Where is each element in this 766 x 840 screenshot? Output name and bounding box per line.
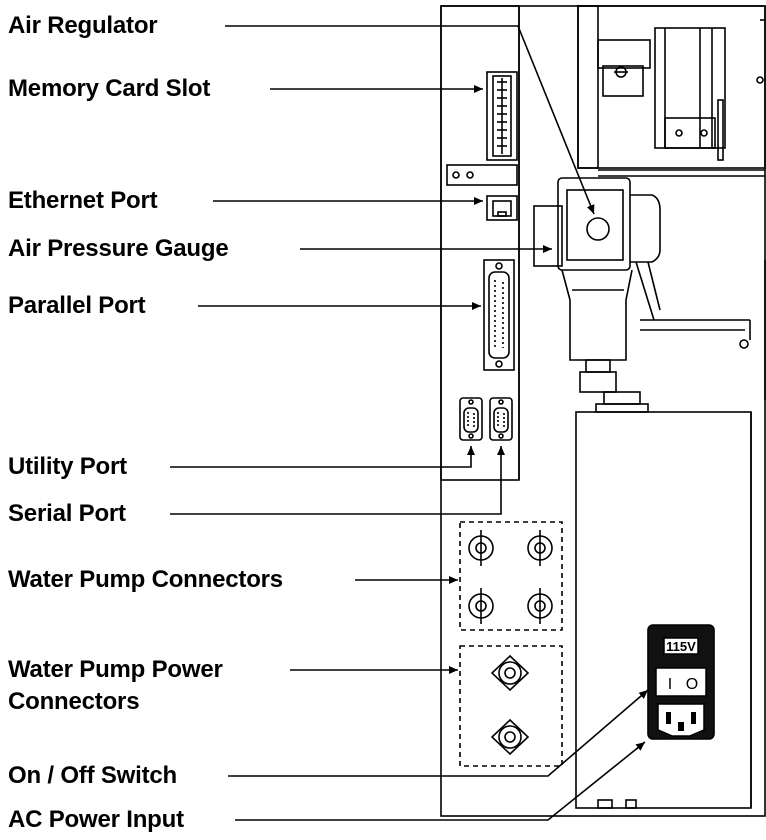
- switch-on-symbol: I: [668, 676, 672, 693]
- water-pump-power-connector: [490, 654, 530, 692]
- label-memory-card-slot: Memory Card Slot: [8, 75, 211, 102]
- water-pump-power-connector: [490, 718, 530, 756]
- water-pump-connector: [468, 530, 494, 566]
- water-pump-connectors-box: [459, 521, 563, 631]
- label-air-regulator: Air Regulator: [8, 12, 158, 39]
- voltage-selector: [663, 637, 699, 655]
- ac-power-inlet[interactable]: [657, 703, 705, 737]
- utility-port: [459, 397, 483, 441]
- pressure-gauge-dial: [586, 217, 610, 241]
- voltage-label: 115V: [666, 639, 696, 654]
- label-water-pump-connectors: Water Pump Connectors: [8, 566, 283, 593]
- io-panel: [440, 5, 520, 481]
- parallel-port: [483, 259, 515, 371]
- screw-plate: [446, 164, 518, 186]
- lower-cabinet: [575, 411, 752, 809]
- water-pump-power-box: [459, 645, 563, 767]
- power-module: 115V I O: [647, 624, 715, 740]
- water-pump-connector: [468, 588, 494, 624]
- ethernet-port: [486, 195, 518, 221]
- leader-lines: [170, 25, 649, 821]
- label-utility-port: Utility Port: [8, 453, 127, 480]
- serial-port: [489, 397, 513, 441]
- memory-card-slot: [486, 71, 518, 161]
- label-ac-power-input: AC Power Input: [8, 806, 184, 833]
- water-pump-connector: [527, 530, 553, 566]
- switch-off-symbol: O: [686, 676, 698, 693]
- air-regulator: [533, 177, 751, 413]
- on-off-switch[interactable]: [655, 667, 707, 697]
- label-ethernet-port: Ethernet Port: [8, 187, 158, 214]
- label-water-pump-power-line1: Water Pump Power: [8, 656, 223, 683]
- upper-mechanism: [577, 5, 766, 400]
- label-water-pump-power-line2: Connectors: [8, 688, 140, 715]
- label-serial-port: Serial Port: [8, 500, 126, 527]
- label-on-off-switch: On / Off Switch: [8, 762, 177, 789]
- label-air-pressure-gauge: Air Pressure Gauge: [8, 235, 229, 262]
- water-pump-connector: [527, 588, 553, 624]
- label-parallel-port: Parallel Port: [8, 292, 146, 319]
